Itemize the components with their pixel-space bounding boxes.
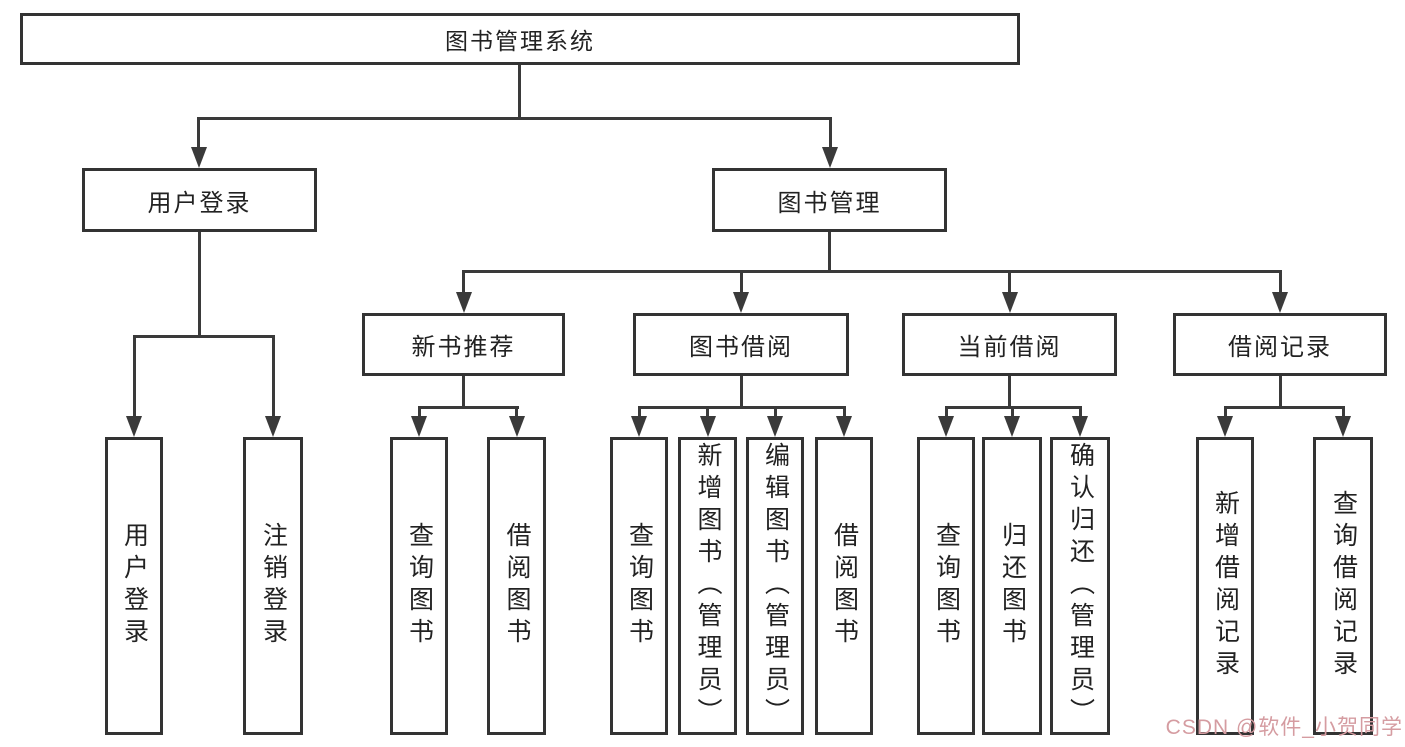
leaf-borrow-book-2: 借阅图书 [815,437,873,735]
connector-segment [462,376,465,409]
leaf-confirm-return-admin: 确认归还（管理员） [1050,437,1110,735]
connector-arrowhead [836,416,852,437]
connector-segment [417,406,421,417]
connector-arrowhead [1001,292,1018,313]
connector-segment [1223,406,1345,409]
leaf-query-borrow-record-label: 查询借阅记录 [1329,490,1358,682]
connector-segment [1010,406,1014,417]
connector-arrowhead [733,292,749,313]
leaf-user-login-label: 用户登录 [120,522,149,650]
node-library-system: 图书管理系统 [20,13,1020,65]
leaf-query-borrow-record: 查询借阅记录 [1313,437,1373,735]
leaf-user-login: 用户登录 [105,437,163,735]
connector-segment [132,335,275,338]
connector-arrowhead [1004,416,1020,437]
connector-arrowhead [699,416,716,437]
node-new-book-recommend: 新书推荐 [362,313,565,376]
connector-arrowhead [455,292,472,313]
connector-segment [462,270,465,292]
connector-segment [944,406,948,417]
connector-segment [1008,270,1011,292]
connector-segment [828,117,832,147]
connector-arrowhead [190,147,207,168]
connector-arrowhead [1217,416,1233,437]
connector-segment [1278,270,1282,292]
node-library-system-label: 图书管理系统 [445,28,595,54]
connector-segment [773,406,777,417]
leaf-query-book-1: 查询图书 [390,437,448,735]
connector-segment [706,406,709,417]
connector-arrowhead [631,416,647,437]
leaf-add-borrow-record: 新增借阅记录 [1196,437,1254,735]
connector-arrowhead [265,416,281,437]
node-borrow-records-label: 借阅记录 [1228,334,1332,361]
connector-segment [517,65,521,120]
leaf-edit-book-admin-label: 编辑图书（管理员） [761,442,790,730]
watermark: CSDN @软件_小贺同学 [1165,716,1403,739]
connector-segment [515,406,518,417]
leaf-query-book-1-label: 查询图书 [405,522,434,650]
connector-segment [197,117,832,120]
connector-segment [462,270,1281,273]
connector-segment [271,335,275,416]
connector-segment [198,232,201,338]
connector-arrowhead [126,416,142,437]
connector-segment [417,406,519,409]
connector-arrowhead [508,416,525,437]
leaf-logout-label: 注销登录 [259,522,288,650]
leaf-confirm-return-admin-label: 确认归还（管理员） [1066,442,1095,730]
connector-segment [1078,406,1082,417]
node-current-borrow: 当前借阅 [902,313,1117,376]
connector-segment [637,406,641,417]
connector-arrowhead [1072,416,1088,437]
node-book-borrow-label: 图书借阅 [689,334,793,361]
node-book-management-label: 图书管理 [777,189,882,217]
connector-segment [739,376,743,409]
leaf-add-book-admin-label: 新增图书（管理员） [694,442,722,730]
connector-arrowhead [938,416,954,437]
connector-segment [1278,376,1282,409]
node-user-login: 用户登录 [82,168,317,232]
leaf-add-book-admin: 新增图书（管理员） [678,437,737,735]
connector-arrowhead [411,416,427,437]
leaf-borrow-book-1-label: 借阅图书 [503,522,531,650]
node-new-book-recommend-label: 新书推荐 [411,334,516,361]
connector-arrowhead [822,147,838,168]
connector-segment [637,406,846,409]
node-user-login-label: 用户登录 [147,189,252,217]
connector-segment [197,117,200,147]
leaf-return-book: 归还图书 [982,437,1042,735]
connector-segment [1341,406,1345,417]
connector-arrowhead [767,416,783,437]
leaf-query-book-3-label: 查询图书 [932,522,961,650]
connector-segment [739,270,743,292]
node-book-borrow: 图书借阅 [633,313,849,376]
connector-arrowhead [1335,416,1351,437]
leaf-add-borrow-record-label: 新增借阅记录 [1211,490,1240,682]
connector-segment [828,232,831,273]
connector-segment [842,406,846,417]
leaf-query-book-2-label: 查询图书 [625,522,654,650]
leaf-query-book-3: 查询图书 [917,437,975,735]
node-current-borrow-label: 当前借阅 [957,334,1062,361]
connector-segment [132,335,136,416]
node-borrow-records: 借阅记录 [1173,313,1387,376]
connector-segment [1008,376,1011,409]
connector-arrowhead [1272,292,1288,313]
leaf-edit-book-admin: 编辑图书（管理员） [746,437,804,735]
leaf-borrow-book-2-label: 借阅图书 [830,522,859,650]
leaf-borrow-book-1: 借阅图书 [487,437,546,735]
leaf-return-book-label: 归还图书 [998,522,1027,650]
connector-segment [1223,406,1227,417]
leaf-query-book-2: 查询图书 [610,437,668,735]
leaf-logout: 注销登录 [243,437,303,735]
node-book-management: 图书管理 [712,168,947,232]
